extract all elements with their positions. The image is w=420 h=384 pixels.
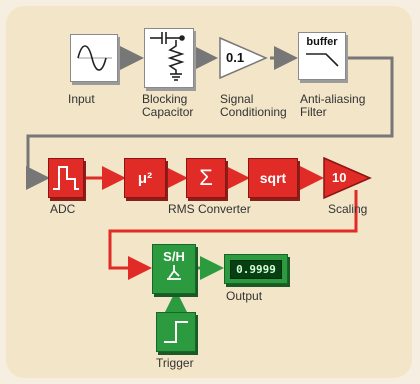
signal-conditioning-label: Signal Conditioning xyxy=(220,92,287,119)
scaling-block: 10 xyxy=(322,156,372,200)
switch-icon xyxy=(167,265,181,280)
output-block: 0.9999 xyxy=(224,254,288,284)
filter-title: buffer xyxy=(306,36,338,48)
arrow-scaling-sh xyxy=(108,190,358,280)
input-block xyxy=(70,34,118,82)
trigger-block xyxy=(156,312,196,352)
square-block: μ² xyxy=(124,158,166,198)
sqrt-block: sqrt xyxy=(248,158,298,198)
sine-wave-icon xyxy=(77,45,112,71)
adc-block xyxy=(48,158,84,198)
rms-converter-label: RMS Converter xyxy=(168,202,251,216)
step-signal-icon xyxy=(164,321,188,343)
sum-block: Σ xyxy=(186,158,226,198)
blocking-capacitor-block xyxy=(144,28,194,88)
scaling-factor-text: 10 xyxy=(332,170,347,185)
gain-text: 0.1 xyxy=(226,50,245,65)
capacitor-icon xyxy=(150,32,185,81)
scaling-label: Scaling xyxy=(328,202,368,216)
anti-aliasing-filter-block: buffer xyxy=(298,32,346,80)
scaling-triangle-icon xyxy=(323,156,372,200)
adc-label: ADC xyxy=(50,202,76,216)
output-label: Output xyxy=(226,289,263,303)
output-display: 0.9999 xyxy=(230,259,282,279)
staircase-icon xyxy=(53,166,79,190)
input-label: Input xyxy=(68,92,95,106)
amplifier-triangle-icon xyxy=(219,36,268,80)
signal-conditioning-block: 0.1 xyxy=(216,36,268,80)
arrow-filter-adc xyxy=(26,56,394,190)
sample-hold-block: S/H xyxy=(152,244,196,294)
anti-aliasing-filter-label: Anti-aliasing Filter xyxy=(300,92,366,119)
sample-hold-text: S/H xyxy=(163,249,185,264)
trigger-label: Trigger xyxy=(156,356,194,370)
lowpass-icon xyxy=(306,53,339,67)
blocking-capacitor-label: Blocking Capacitor xyxy=(142,92,194,119)
